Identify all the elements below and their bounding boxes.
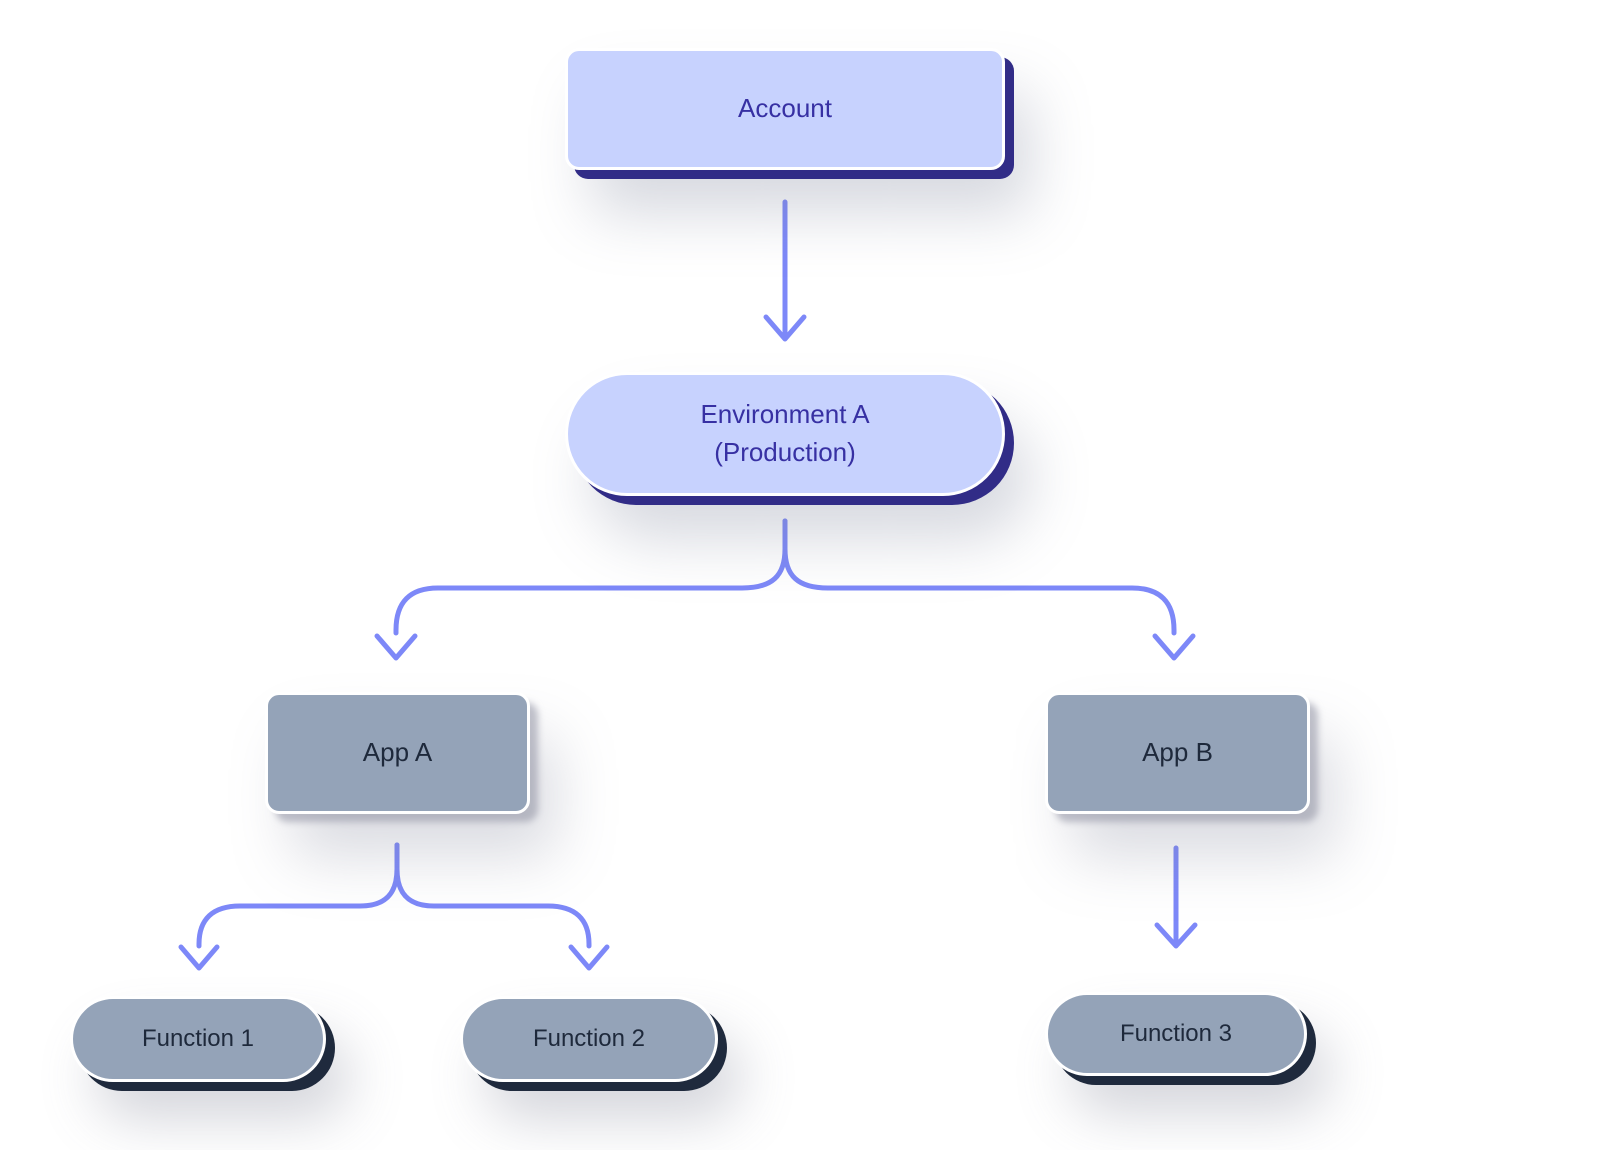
edge-environment-app-a xyxy=(374,518,788,661)
edge-account-environment xyxy=(763,199,807,342)
edge-app-a-function-2 xyxy=(394,842,610,971)
node-environment: Environment A (Production) xyxy=(565,372,1005,496)
node-app-a-label: App A xyxy=(362,737,433,768)
node-app-b: App B xyxy=(1045,692,1310,814)
node-environment-label-line2: (Production) xyxy=(714,437,856,467)
edge-app-a-function-1 xyxy=(178,842,400,971)
node-function-3: Function 3 xyxy=(1045,992,1307,1076)
edge-environment-app-b xyxy=(782,518,1196,661)
node-environment-label-line1: Environment A xyxy=(700,399,870,430)
node-function-2-label: Function 2 xyxy=(532,1024,646,1052)
node-function-1-label: Function 1 xyxy=(141,1024,255,1052)
edge-app-b-function-3 xyxy=(1154,845,1198,949)
node-account: Account xyxy=(565,48,1005,170)
node-app-a: App A xyxy=(265,692,530,814)
node-function-2: Function 2 xyxy=(460,996,718,1082)
node-function-1: Function 1 xyxy=(70,996,326,1082)
connectors xyxy=(178,199,1198,971)
node-function-3-label: Function 3 xyxy=(1119,1019,1233,1047)
node-app-b-label: App B xyxy=(1142,737,1213,768)
node-account-label: Account xyxy=(738,93,832,124)
